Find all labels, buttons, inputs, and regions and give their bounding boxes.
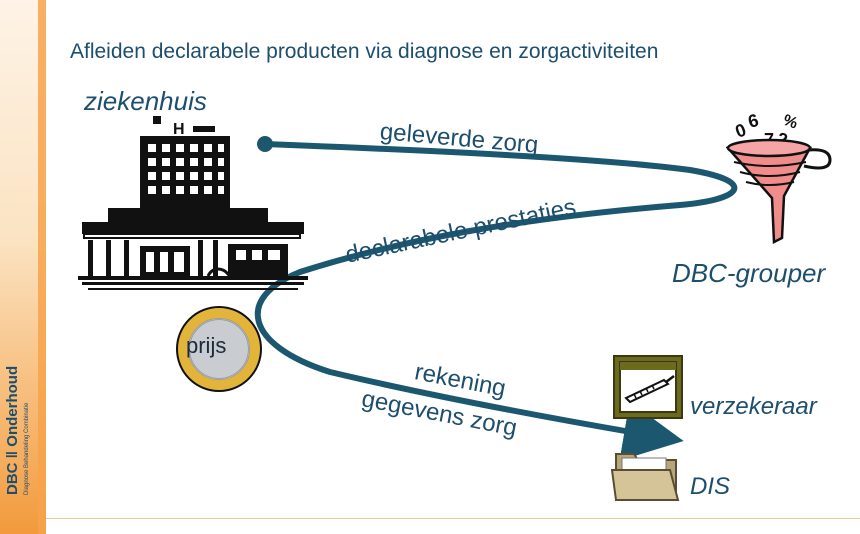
insurer-icon [613,355,683,419]
flow-line [255,141,738,461]
slide-title: Afleiden declarabele producten via diagn… [70,40,659,63]
hospital-label: ziekenhuis [84,86,207,116]
grouper-label: DBC-grouper [672,258,826,288]
grouper-digit: 6 [746,110,761,132]
funnel-icon: 0 6 7 2 % [726,110,832,244]
dis-label: DIS [690,473,731,500]
folder-icon [610,453,680,501]
footer-divider [46,518,860,519]
coin-icon [176,306,262,392]
grouper-digit: % [781,112,800,133]
grouper-digit: 0 [733,120,749,142]
flow-start-dot [257,136,273,152]
hospital-icon: H [78,116,308,290]
sidebar-edge [38,0,46,534]
price-label: prijs [186,333,227,358]
insurer-label: verzekeraar [690,393,817,420]
svg-text:H: H [173,121,185,138]
